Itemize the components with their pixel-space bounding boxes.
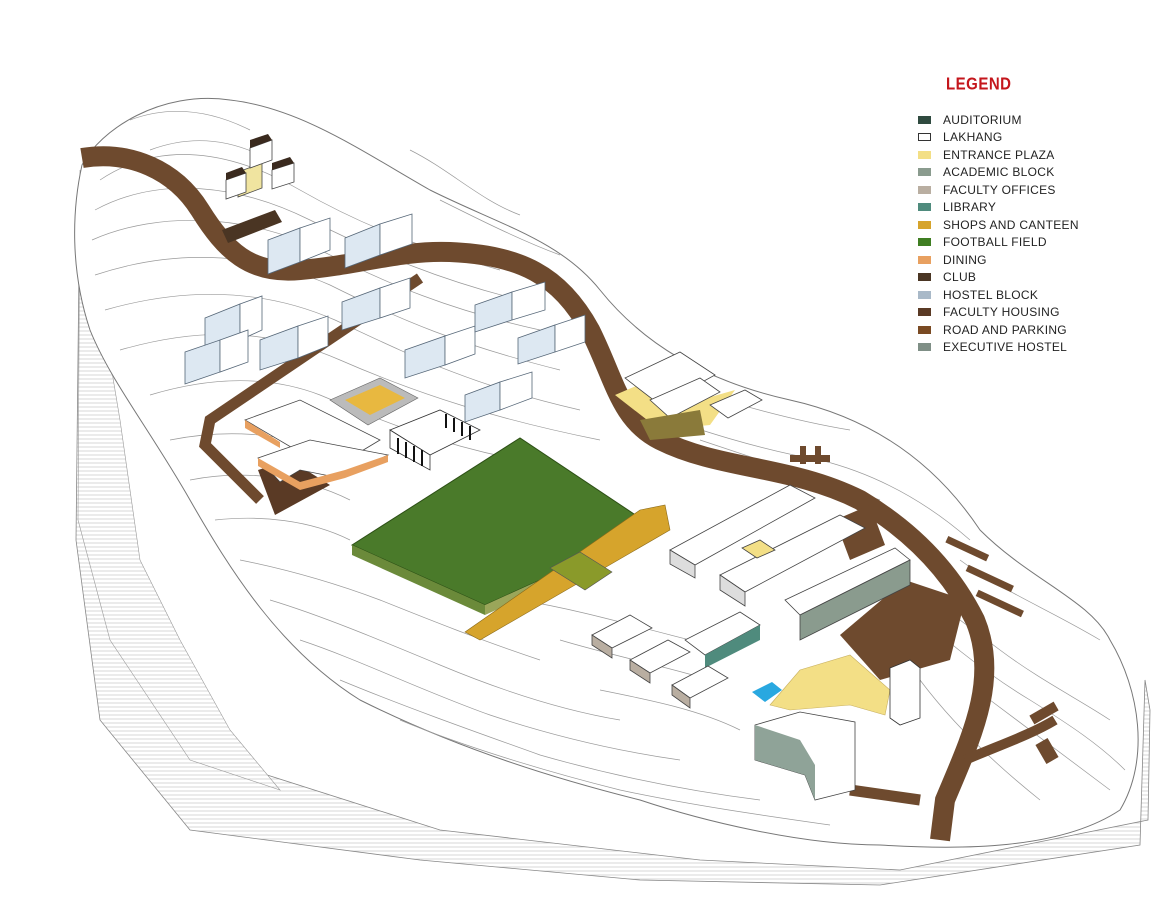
parking-area-large bbox=[840, 580, 965, 680]
legend-label: FACULTY OFFICES bbox=[943, 182, 1056, 197]
legend-swatch bbox=[918, 168, 931, 177]
pool-court bbox=[345, 385, 405, 415]
legend-label: LIBRARY bbox=[943, 200, 997, 215]
east-spur-end bbox=[1029, 701, 1059, 725]
legend-swatch bbox=[918, 343, 931, 352]
legend-label: AUDITORIUM bbox=[943, 112, 1022, 127]
legend-swatch bbox=[918, 133, 931, 142]
legend-label: EXECUTIVE HOSTEL bbox=[943, 340, 1068, 355]
legend-label: ACADEMIC BLOCK bbox=[943, 165, 1055, 180]
legend-item: AUDITORIUM bbox=[918, 111, 1118, 129]
legend-label: DINING bbox=[943, 252, 987, 267]
legend-label: ROAD AND PARKING bbox=[943, 322, 1067, 337]
legend-swatch bbox=[918, 203, 931, 212]
guest-house-c bbox=[709, 389, 763, 419]
legend-swatch bbox=[918, 273, 931, 282]
legend-title: LEGEND bbox=[946, 74, 1012, 95]
club-block bbox=[222, 210, 282, 243]
legend-item: FOOTBALL FIELD bbox=[918, 234, 1118, 252]
sports-hall-fins bbox=[397, 414, 471, 466]
legend-swatch bbox=[918, 290, 931, 299]
legend-item: ACADEMIC BLOCK bbox=[918, 164, 1118, 182]
football-field-edge bbox=[352, 545, 485, 615]
legend-swatch bbox=[918, 220, 931, 229]
executive-hostel-side bbox=[755, 725, 815, 800]
legend-label: FACULTY HOUSING bbox=[943, 305, 1060, 320]
legend-swatch bbox=[918, 238, 931, 247]
legend-label: HOSTEL BLOCK bbox=[943, 287, 1039, 302]
hostel-blocks bbox=[184, 213, 586, 423]
legend-swatch bbox=[918, 325, 931, 334]
legend: LEGEND AUDITORIUM LAKHANG ENTRANCE PLAZA AC… bbox=[918, 74, 1118, 356]
sports-hall-side bbox=[389, 429, 431, 471]
legend-swatch bbox=[918, 308, 931, 317]
legend-item: DINING bbox=[918, 251, 1118, 269]
entrance-plaza bbox=[769, 654, 891, 716]
legend-label: LAKHANG bbox=[943, 130, 1003, 145]
academic-blocks bbox=[669, 484, 911, 641]
dining-edge-left bbox=[245, 420, 280, 448]
pavilion bbox=[549, 551, 613, 591]
legend-label: FOOTBALL FIELD bbox=[943, 235, 1047, 250]
legend-item: CLUB bbox=[918, 269, 1118, 287]
lakhang-tower bbox=[889, 659, 921, 726]
legend-item: FACULTY HOUSING bbox=[918, 304, 1118, 322]
legend-item: LIBRARY bbox=[918, 199, 1118, 217]
legend-label: CLUB bbox=[943, 270, 977, 285]
legend-item: FACULTY OFFICES bbox=[918, 181, 1118, 199]
legend-item: EXECUTIVE HOSTEL bbox=[918, 339, 1118, 357]
legend-swatch bbox=[918, 255, 931, 264]
library-side bbox=[705, 625, 760, 668]
legend-swatch bbox=[918, 115, 931, 124]
faculty-housing-cluster bbox=[225, 134, 295, 200]
parking-spurs bbox=[790, 446, 1059, 765]
legend-item: ENTRANCE PLAZA bbox=[918, 146, 1118, 164]
guest-house-base bbox=[640, 410, 705, 440]
legend-swatch bbox=[918, 150, 931, 159]
faculty-offices bbox=[591, 614, 729, 709]
legend-item: ROAD AND PARKING bbox=[918, 321, 1118, 339]
legend-item: SHOPS AND CANTEEN bbox=[918, 216, 1118, 234]
legend-swatch bbox=[918, 185, 931, 194]
guest-house-b bbox=[649, 377, 721, 419]
guest-house-a bbox=[624, 351, 716, 406]
legend-item: HOSTEL BLOCK bbox=[918, 286, 1118, 304]
dining-edge bbox=[258, 455, 388, 490]
legend-items: AUDITORIUM LAKHANG ENTRANCE PLAZA ACADEMIC … bbox=[918, 111, 1118, 356]
pool bbox=[752, 682, 782, 702]
terrain-side-left bbox=[77, 169, 281, 791]
east-spur-road bbox=[963, 715, 1058, 765]
legend-label: SHOPS AND CANTEEN bbox=[943, 217, 1079, 232]
lower-road bbox=[849, 784, 921, 806]
legend-item: LAKHANG bbox=[918, 129, 1118, 147]
legend-label: ENTRANCE PLAZA bbox=[943, 147, 1055, 162]
